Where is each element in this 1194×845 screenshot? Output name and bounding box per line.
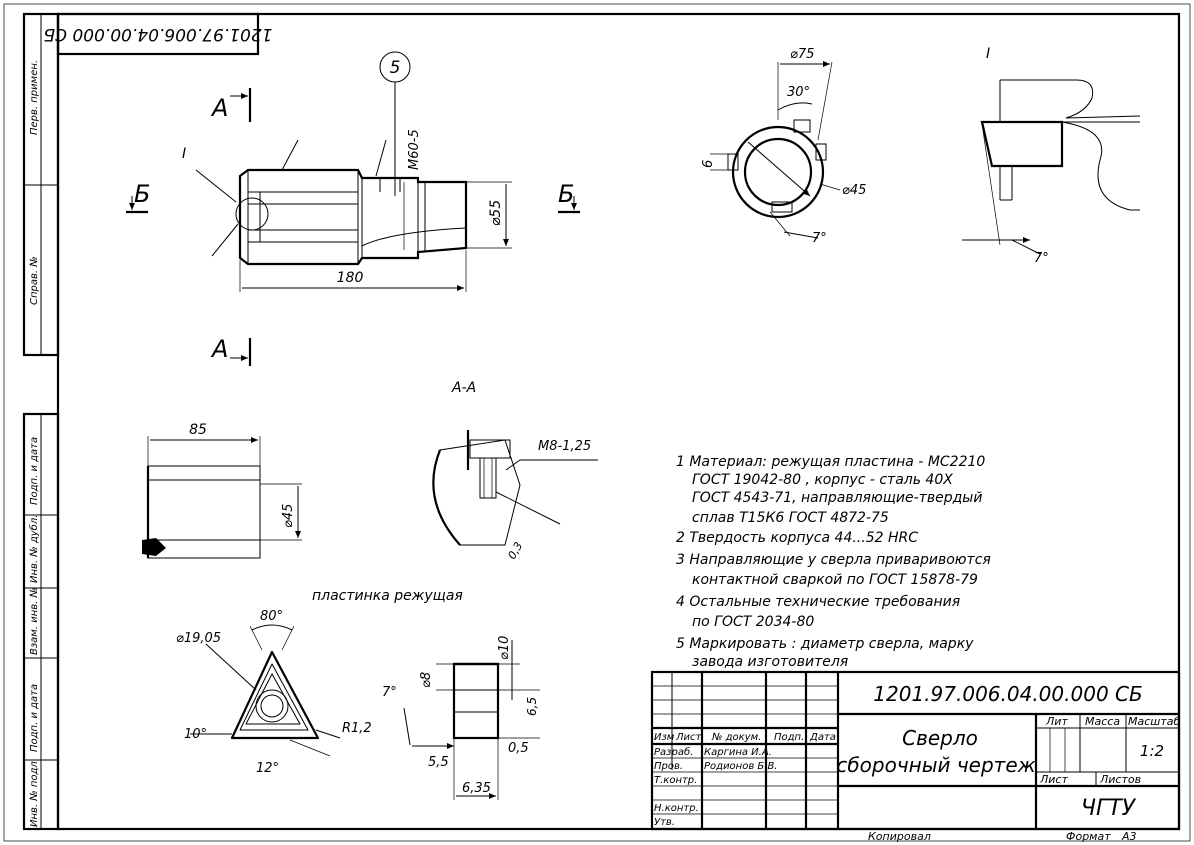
- dim-dia-55: ⌀55: [488, 200, 504, 226]
- dim-0-5: 0,5: [508, 741, 529, 756]
- note-line-2: ГОСТ 19042-80 , корпус - сталь 40Х: [692, 472, 953, 488]
- dim-angle-12: 12°: [256, 761, 279, 776]
- stamp-header-data: Дата: [809, 732, 836, 743]
- side-label-inv-dubl: Инв. № дубл.: [28, 515, 40, 583]
- plate-caption: пластинка режущая: [312, 588, 463, 604]
- section-a-bottom: А: [210, 335, 228, 363]
- stamp-title-2: сборочный чертеж: [836, 753, 1035, 777]
- section-aa-view: M8-1,25 0,3: [432, 430, 598, 562]
- stamp-sheet-label: Лист: [1039, 773, 1068, 786]
- balloon-number: 5: [390, 58, 401, 78]
- stamp-designation: 1201.97.006.04.00.000 СБ: [873, 682, 1142, 706]
- side-label-sprav: Справ. №: [29, 256, 40, 305]
- dim-len-85: 85: [189, 422, 207, 438]
- section-aa-label: А-А: [451, 380, 476, 396]
- dim-len-180: 180: [337, 270, 364, 286]
- dim-angle-30: 30°: [787, 85, 810, 100]
- stamp-name-2: Родионов Б.В.: [704, 761, 778, 772]
- dim-r-03: 0,3: [505, 540, 525, 562]
- stamp-role-3: Т.контр.: [654, 775, 697, 786]
- stamp-col-mass: Масса: [1085, 715, 1120, 728]
- note-line-10: 5 Маркировать : диаметр сверла, марку: [676, 636, 974, 652]
- stamp-scale-value: 1:2: [1140, 742, 1164, 760]
- detail-i-view: I 7°: [962, 46, 1141, 266]
- section-b-left: Б: [134, 180, 150, 208]
- side-label-podp1: Подп. и дата: [29, 437, 40, 505]
- stamp-header-izm: Изм: [654, 732, 675, 743]
- stamp-role-2: Пров.: [654, 761, 683, 772]
- note-line-8: 4 Остальные технические требования: [676, 594, 960, 610]
- format-label: Формат: [1066, 830, 1111, 843]
- dim-angle-7-b: 7°: [1034, 251, 1049, 266]
- note-line-9: по ГОСТ 2034-80: [692, 614, 814, 630]
- stamp-role-5: Н.контр.: [654, 803, 699, 814]
- stamp-header-doc: № докум.: [711, 732, 761, 743]
- dim-dia-1905: ⌀19,05: [176, 631, 221, 646]
- copied-label: Копировал: [868, 830, 931, 843]
- stamp-org: ЧГТУ: [1081, 796, 1137, 821]
- dim-angle-7-a: 7°: [812, 231, 827, 246]
- plate-side-section: ⌀8 ⌀10 6,5 7° 5,5 0,5 6,35: [382, 636, 540, 800]
- dim-thread-m8: M8-1,25: [538, 439, 591, 454]
- note-line-3: ГОСТ 4543-71, направляющие-твердый: [692, 490, 982, 506]
- housing-section-view: 85 ⌀45: [142, 422, 302, 559]
- side-label-perv: Перв. примен.: [29, 60, 40, 135]
- stamp-role-1: Разраб.: [654, 746, 693, 758]
- dim-dia-10: ⌀10: [497, 636, 512, 660]
- stamp-title-1: Сверло: [902, 726, 978, 750]
- section-b-right: Б: [558, 180, 574, 208]
- stamp-col-scale: Масштаб: [1128, 715, 1180, 728]
- dim-5-5: 5,5: [428, 755, 449, 770]
- dim-dia-75: ⌀75: [790, 47, 814, 62]
- section-a-top: А: [210, 94, 228, 122]
- stamp-col-lit: Лит: [1045, 715, 1068, 728]
- side-label-podp2: Подп. и дата: [29, 684, 40, 752]
- stamp-role-6: Утв.: [654, 817, 675, 828]
- dim-angle-80: 80°: [260, 609, 283, 624]
- dim-angle-7-c: 7°: [382, 685, 397, 700]
- dim-dia-8: ⌀8: [419, 672, 434, 688]
- sheet-frame: [3, 3, 1191, 842]
- detail-i-top-label: I: [986, 46, 990, 62]
- dim-angle-10: 10°: [184, 727, 207, 742]
- dim-thread-m60: M60-5: [407, 129, 422, 170]
- format-value: A3: [1121, 830, 1137, 843]
- technical-notes: 1 Материал: режущая пластина - МС2210 ГО…: [676, 454, 991, 670]
- note-line-11: завода изготовителя: [692, 654, 848, 670]
- note-line-5: 2 Твердость корпуса 44...52 HRC: [676, 530, 918, 546]
- note-line-6: 3 Направляющие у сверла приваривоются: [676, 552, 991, 568]
- cutting-plate-view: 80° ⌀19,05 10° R1,2 12°: [176, 609, 372, 776]
- top-code-box: 1201.97.006.04.00.000 СБ: [43, 12, 273, 56]
- dim-dia-45: ⌀45: [842, 183, 866, 198]
- stamp-name-1: Каргина И.А.: [704, 747, 772, 758]
- stamp-sheets-label: Листов: [1099, 773, 1141, 786]
- dim-six: 6: [701, 160, 716, 168]
- side-label-inv-podl: Инв. № подл.: [29, 758, 40, 827]
- side-strip: Перв. примен. Справ. № Подп. и дата Инв.…: [22, 12, 60, 831]
- dim-r-12: R1,2: [342, 721, 372, 736]
- detail-i-label: I: [182, 146, 186, 162]
- title-block: Изм Лист № докум. Подп. Дата Разраб. Кар…: [650, 670, 1180, 831]
- dim-dia-45-left: ⌀45: [281, 504, 296, 528]
- note-line-1: 1 Материал: режущая пластина - МС2210: [676, 454, 985, 470]
- top-inverted-code: 1201.97.006.04.00.000 СБ: [43, 24, 272, 44]
- dim-6-35: 6,35: [462, 781, 491, 796]
- stamp-header-podp: Подп.: [774, 732, 804, 743]
- drill-main-view: А А Б Б I 5: [126, 51, 580, 366]
- stamp-header-list: Лист: [675, 732, 703, 743]
- note-line-7: контактной сваркой по ГОСТ 15878-79: [692, 572, 978, 588]
- drill-end-view: ⌀75 30° 6 ⌀45 7°: [701, 47, 866, 246]
- side-label-vzam: Взам. инв. №: [29, 587, 40, 655]
- dim-6-5: 6,5: [525, 697, 539, 716]
- note-line-4: сплав Т15К6 ГОСТ 4872-75: [692, 510, 889, 526]
